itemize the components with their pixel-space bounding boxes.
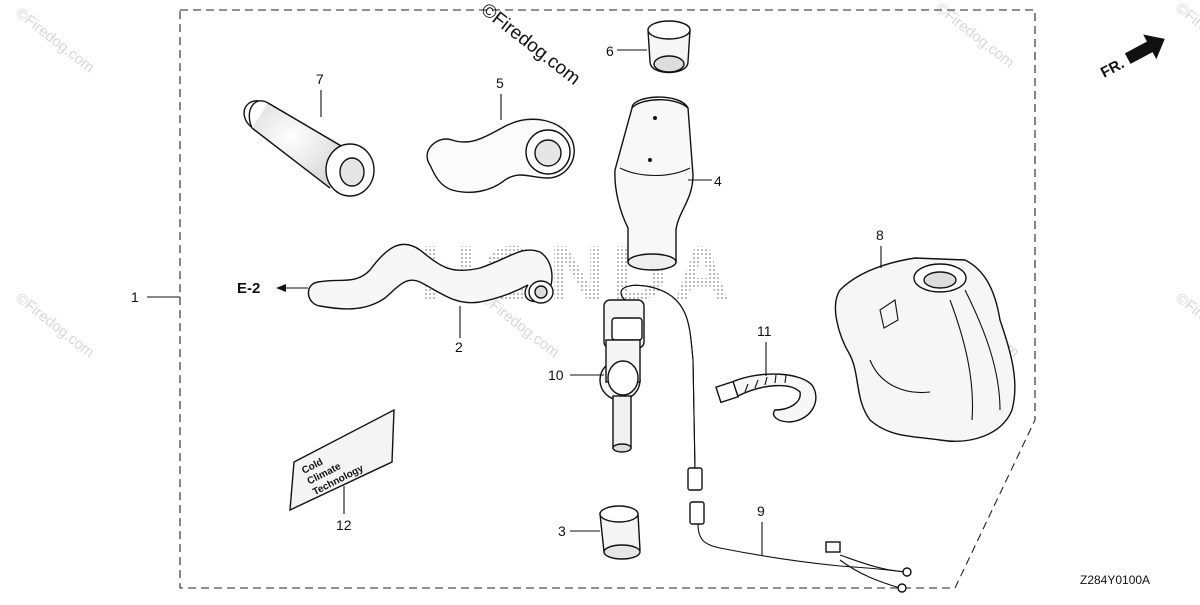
front-direction-indicator: FR. bbox=[1098, 34, 1165, 82]
part-4-boot-cover bbox=[614, 96, 694, 271]
watermark: ©Firedog.com bbox=[933, 0, 1018, 71]
watermark-firedog: ©Firedog.com bbox=[477, 0, 584, 90]
part-3-grommet bbox=[599, 505, 641, 560]
watermark: ©Firedog.com bbox=[13, 5, 98, 77]
callout-7: 7 bbox=[316, 71, 324, 87]
callout-6: 6 bbox=[606, 43, 614, 59]
arrow-right-icon bbox=[1124, 34, 1165, 64]
callout-8: 8 bbox=[876, 227, 884, 243]
fr-label: FR. bbox=[1098, 55, 1127, 81]
kit-boundary bbox=[179, 9, 1036, 589]
callout-4: 4 bbox=[714, 173, 722, 189]
reference-label: E-2 bbox=[237, 280, 260, 297]
callout-10: 10 bbox=[548, 367, 564, 383]
callout-9: 9 bbox=[757, 503, 765, 519]
part-10-heater bbox=[599, 284, 703, 491]
watermark: ©Firedog.com bbox=[1173, 290, 1200, 362]
part-12-label-plate: Cold Climate Technology bbox=[289, 408, 395, 512]
part-5-elbow-hose bbox=[426, 118, 575, 193]
diagram-code: Z284Y0100A bbox=[1080, 573, 1150, 587]
part-2-hose bbox=[307, 243, 554, 310]
arrow-left-icon bbox=[276, 284, 308, 292]
callout-3: 3 bbox=[558, 523, 566, 539]
callout-5: 5 bbox=[496, 75, 504, 91]
part-7-tube bbox=[243, 100, 375, 197]
callout-12: 12 bbox=[336, 517, 352, 533]
callout-1: 1 bbox=[131, 289, 139, 305]
watermark: ©Firedog.com bbox=[1173, 0, 1200, 71]
watermark: ©Firedog.com bbox=[13, 290, 98, 362]
part-11-cable-tie bbox=[715, 373, 817, 423]
part-8-shroud bbox=[834, 257, 1016, 442]
part-6-cap bbox=[647, 20, 691, 74]
part-9-wire-harness bbox=[689, 501, 912, 593]
callout-2: 2 bbox=[455, 339, 463, 355]
callout-11: 11 bbox=[757, 323, 772, 339]
